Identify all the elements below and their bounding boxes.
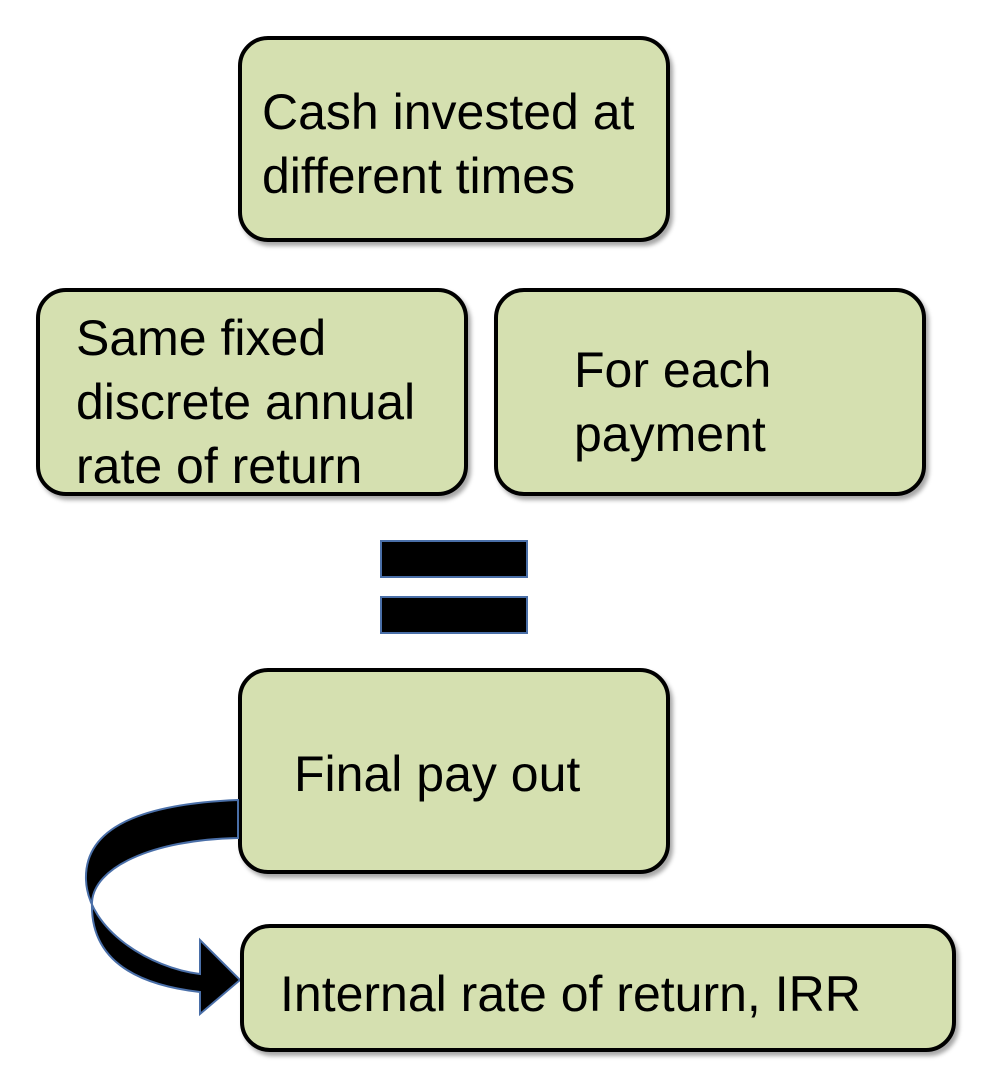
equals-bar-bottom xyxy=(380,596,528,634)
cash-invested-label: Cash invested at different times xyxy=(262,84,635,204)
curved-arrow-shape xyxy=(84,798,242,1017)
fixed-rate-box: Same fixed discrete annual rate of retur… xyxy=(36,288,468,496)
equals-bar-top xyxy=(380,540,528,578)
final-payout-box: Final pay out xyxy=(238,668,670,874)
irr-label: Internal rate of return, IRR xyxy=(280,966,861,1022)
irr-box: Internal rate of return, IRR xyxy=(240,924,956,1052)
final-payout-label: Final pay out xyxy=(294,746,581,802)
each-payment-label: For each payment xyxy=(574,342,772,462)
each-payment-box: For each payment xyxy=(494,288,926,496)
cash-invested-box: Cash invested at different times xyxy=(238,36,670,242)
fixed-rate-label: Same fixed discrete annual rate of retur… xyxy=(76,310,416,494)
